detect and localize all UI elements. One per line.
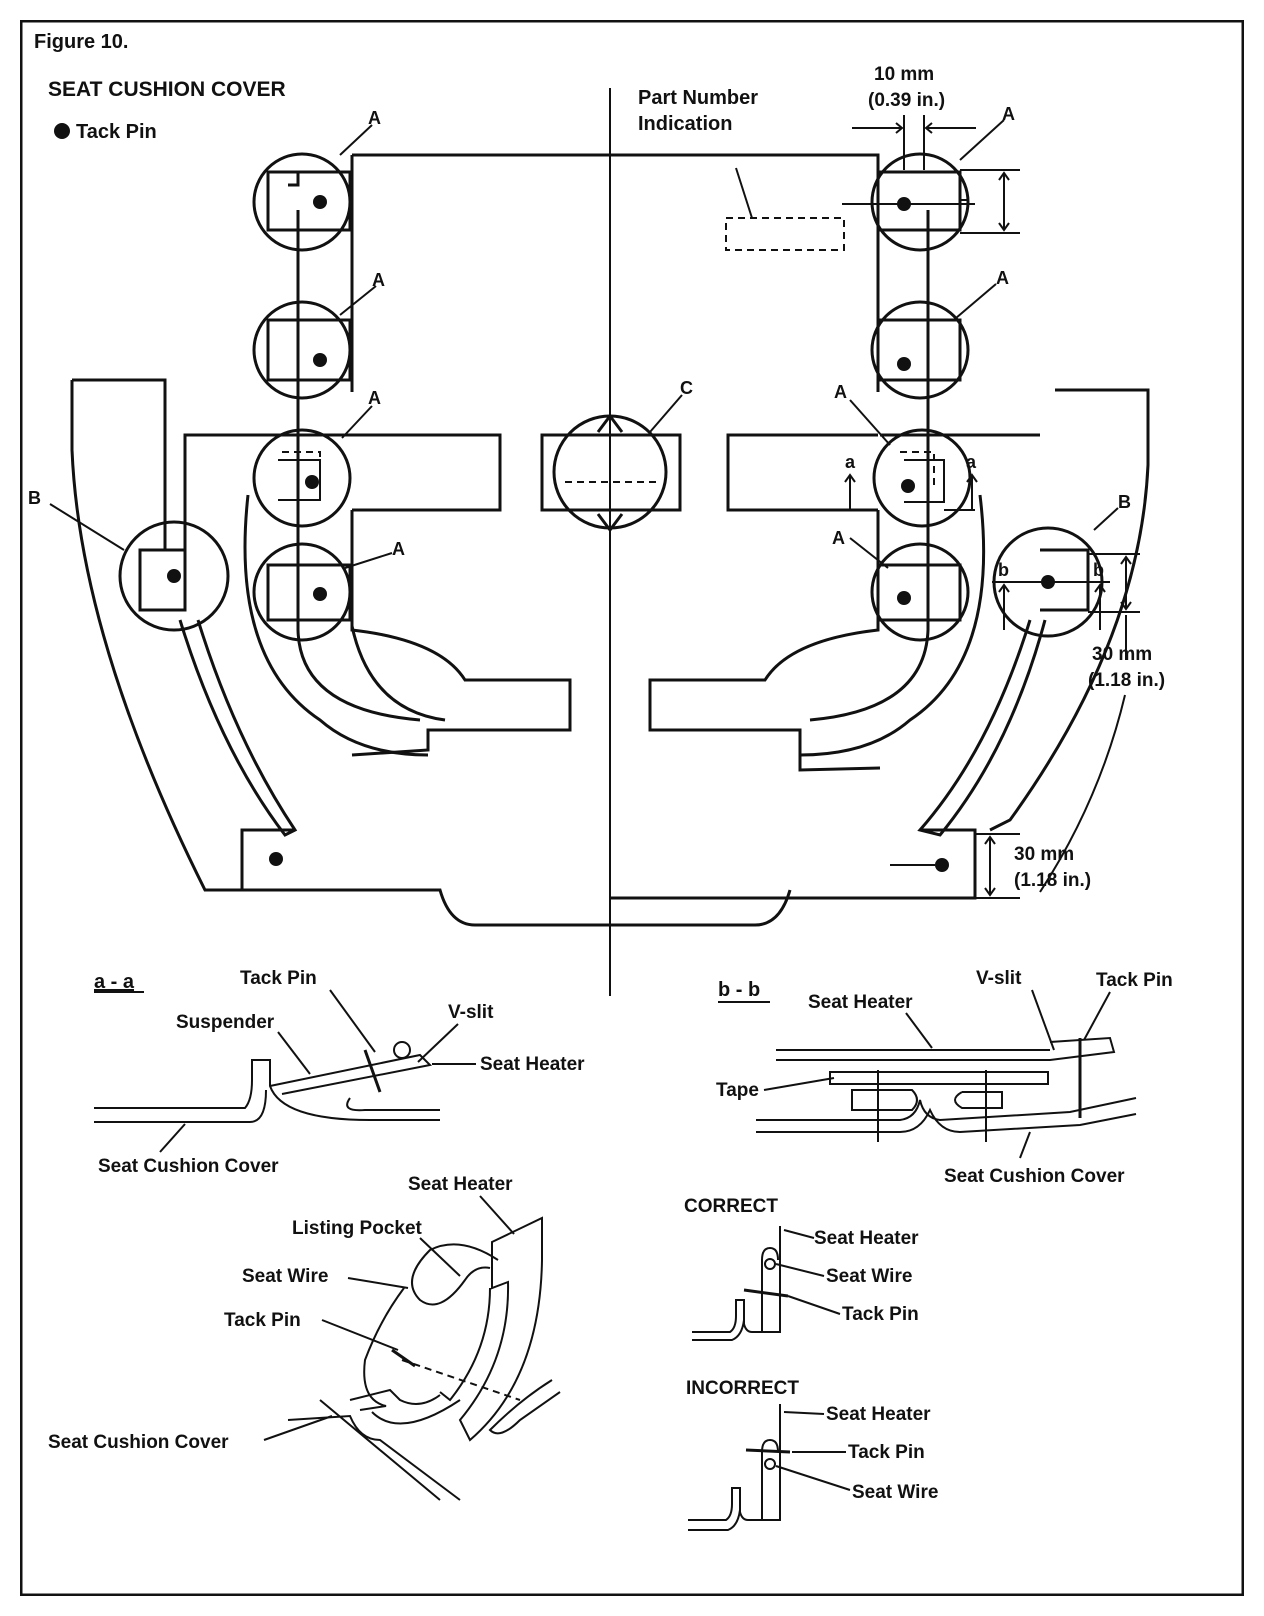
dim-10mm-arrow-right [924,122,976,134]
correct-detail: CORRECT Seat Heater Seat Wire Tack Pin [684,1196,919,1341]
figure-frame: Figure 10. SEAT CUSHION COVER Tack Pin [19,19,1245,1597]
aa-seat-heater: Seat Heater [480,1054,585,1075]
aa-v-slit: V-slit [448,1002,494,1023]
svg-text:B: B [1118,492,1131,512]
incorrect-seat-heater: Seat Heater [826,1404,931,1425]
incorrect-seat-wire: Seat Wire [852,1482,938,1503]
cover-left-half [70,153,610,927]
part-number-label-2: Indication [638,113,732,135]
dim-10mm-arrow-left [852,122,904,134]
bb-v-slit: V-slit [976,968,1022,989]
tack-pin-front-left [269,852,283,866]
svg-text:a: a [845,452,856,472]
correct-tack-pin: Tack Pin [842,1304,919,1325]
callout-a-right-1: A [842,104,1020,252]
pocket-seat-wire: Seat Wire [242,1266,328,1287]
tack-pin-front-right [935,858,949,872]
svg-text:A: A [834,382,847,402]
section-aa-title: a - a [94,971,135,993]
part-number-leader [735,167,753,219]
svg-text:A: A [996,268,1009,288]
svg-text:C: C [680,378,693,398]
figure-border [19,19,1245,1597]
dim-30mm-b-leader [1039,694,1126,893]
bb-tape: Tape [716,1080,759,1101]
svg-text:a: a [966,452,977,472]
part-number-label-1: Part Number [638,87,758,109]
svg-text:A: A [368,388,381,408]
bb-seat-cushion-cover: Seat Cushion Cover [944,1166,1125,1187]
svg-text:A: A [392,539,405,559]
svg-text:b: b [998,560,1009,580]
seat-cushion-diagram: Figure 10. SEAT CUSHION COVER Tack Pin [19,19,1245,1597]
svg-text:A: A [1002,104,1015,124]
bb-seat-heater: Seat Heater [808,992,913,1013]
dim-30mm-front-in: (1.18 in.) [1014,870,1091,891]
callout-b-right: B b b [992,492,1140,660]
dim-30mm-b: 30 mm [1092,644,1152,665]
dim-30mm-front-arrow [984,835,996,897]
callout-c: C [540,378,693,531]
correct-seat-wire: Seat Wire [826,1266,912,1287]
aa-suspender: Suspender [176,1012,275,1033]
callout-a-left-3: A [252,388,381,528]
tack-pin-legend-dot [54,123,70,139]
callout-a-right-4: A [832,528,970,642]
svg-text:A: A [372,270,385,290]
callout-b-left: B [28,488,230,632]
aa-tack-pin: Tack Pin [240,968,317,989]
aa-seat-cushion-cover: Seat Cushion Cover [98,1156,279,1177]
correct-title: CORRECT [684,1196,778,1217]
heading-seat-cushion-cover: SEAT CUSHION COVER [48,78,286,101]
pocket-listing-pocket: Listing Pocket [292,1218,423,1239]
callout-a-left-4: A [252,539,405,642]
correct-seat-heater: Seat Heater [814,1228,919,1249]
dim-30mm-b-in: (1.18 in.) [1088,670,1165,691]
svg-text:A: A [368,108,381,128]
pocket-tack-pin: Tack Pin [224,1310,301,1331]
callout-a-left-1: A [252,108,381,252]
incorrect-detail: INCORRECT Seat Heater Tack Pin Seat Wire [686,1378,938,1531]
section-aa: a - a Tack Pin Suspender V-slit Seat Hea… [94,968,585,1177]
part-number-box [725,217,845,251]
incorrect-title: INCORRECT [686,1378,799,1399]
dim-10mm: 10 mm [874,64,934,85]
figure-title: Figure 10. [34,31,128,53]
section-bb-title: b - b [718,979,760,1001]
svg-text:b: b [1093,560,1104,580]
callout-a-right-2: A [870,268,1009,400]
svg-text:B: B [28,488,41,508]
dim-30mm-front: 30 mm [1014,844,1074,865]
listing-pocket-detail: Seat Heater Listing Pocket Seat Wire Tac… [48,1174,561,1501]
callout-a-right-3: A a a [834,382,978,528]
bb-tack-pin: Tack Pin [1096,970,1173,991]
pocket-seat-heater: Seat Heater [408,1174,513,1195]
dim-10mm-in: (0.39 in.) [868,90,945,111]
svg-text:A: A [832,528,845,548]
section-a-arrow-right [966,473,978,510]
cover-right-half [610,153,1150,927]
callout-a-left-2: A [252,270,385,400]
section-a-arrow-left [844,473,856,510]
pocket-seat-cushion-cover: Seat Cushion Cover [48,1432,229,1453]
incorrect-tack-pin: Tack Pin [848,1442,925,1463]
legend-tack-pin: Tack Pin [76,121,157,143]
section-bb: b - b Seat Heater V-slit Tack Pin Tape S… [716,968,1173,1187]
